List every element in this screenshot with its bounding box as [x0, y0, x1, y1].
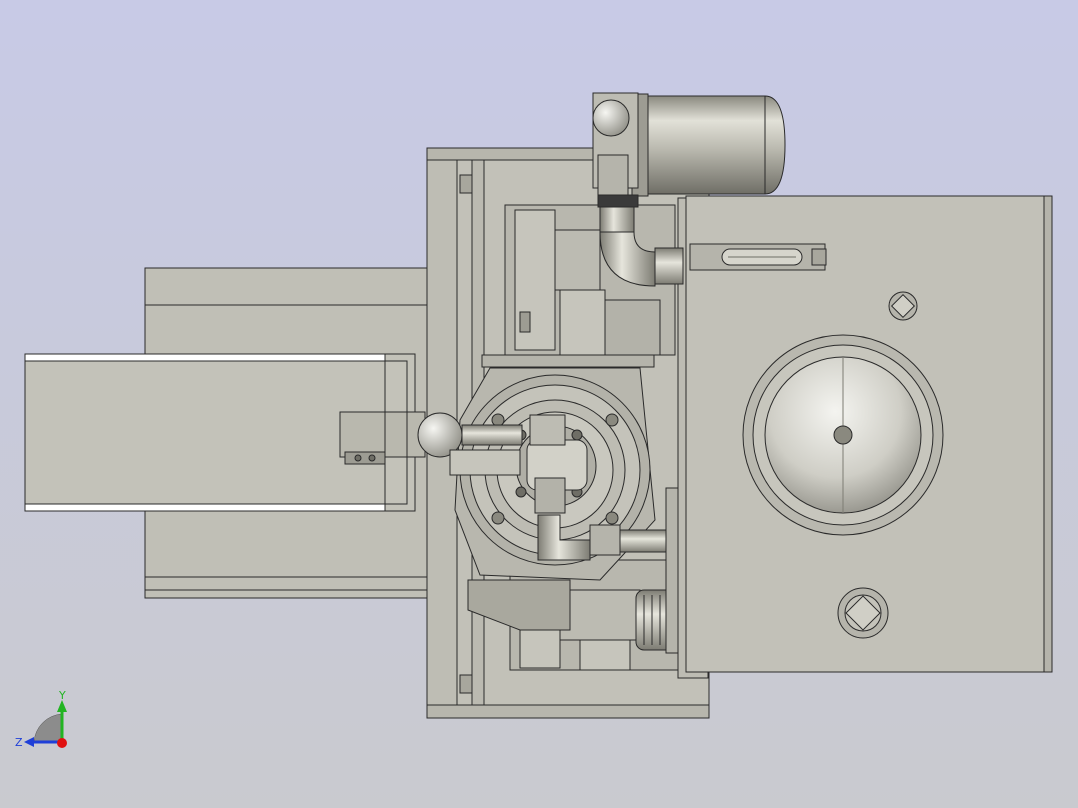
z-axis-arrow [24, 737, 34, 747]
gauge-fittings [417, 412, 671, 561]
x-axis-dot [57, 738, 67, 748]
right-housing [677, 195, 1053, 679]
top-square-plug [888, 291, 918, 321]
sight-glass [742, 334, 944, 536]
y-axis-arrow [57, 700, 67, 712]
z-axis-label: Z [15, 736, 23, 749]
y-axis-label: Y [58, 689, 66, 702]
pipe-elbow [597, 194, 684, 287]
lower-bracket [467, 487, 679, 654]
left-rail-assembly [24, 267, 526, 599]
coordinate-triad: Y Z [15, 689, 67, 749]
bottom-square-plug [837, 587, 889, 639]
motor [592, 92, 786, 201]
